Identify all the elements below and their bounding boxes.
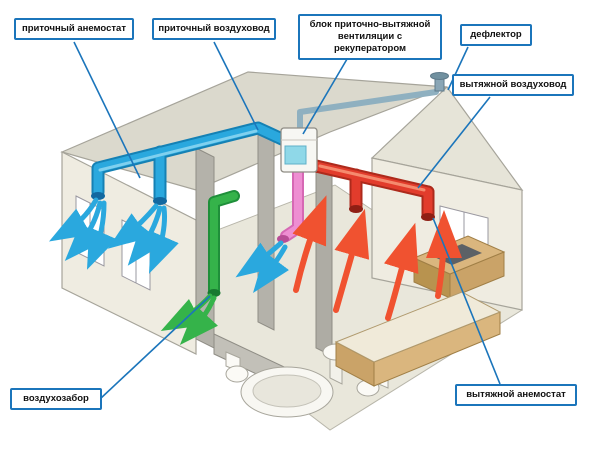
exhaust-duct-network (309, 159, 435, 221)
ahu-recuperator-unit (280, 127, 318, 173)
exhaust-air-arrows (292, 195, 462, 321)
label-air-intake: воздухозабор (10, 388, 102, 410)
label-deflector: дефлектор (460, 24, 532, 46)
supply-air-arrows (48, 197, 289, 294)
supply-anemostat-outlet (153, 197, 167, 205)
bathtub (240, 366, 334, 418)
leader-ahu (302, 53, 351, 135)
leader-air-intake (99, 295, 211, 400)
label-exhaust-anemostat: вытяжной анемостат (455, 384, 577, 406)
deflector-duct (297, 72, 449, 131)
exhaust-anemostat-inlet (349, 205, 363, 213)
label-supply-duct: приточный воздуховод (152, 18, 276, 40)
air-intake-duct (207, 190, 240, 297)
supply-duct-network (91, 121, 291, 205)
partition-wall (315, 167, 333, 357)
leader-supply-anemostat (73, 41, 141, 179)
leader-exhaust-duct (417, 96, 491, 189)
leader-exhaust-anemostat (432, 217, 501, 385)
leader-lines (73, 41, 501, 400)
partition-wall (257, 125, 275, 331)
label-ahu-unit: блок приточно-вытяжной вентиляции с реку… (298, 14, 442, 60)
leader-supply-duct (213, 41, 259, 131)
label-exhaust-duct: вытяжной воздуховод (452, 74, 574, 96)
toilet (225, 351, 249, 383)
leader-deflector (447, 46, 469, 91)
label-supply-anemostat: приточный анемостат (14, 18, 134, 40)
deflector-cap (430, 72, 449, 92)
